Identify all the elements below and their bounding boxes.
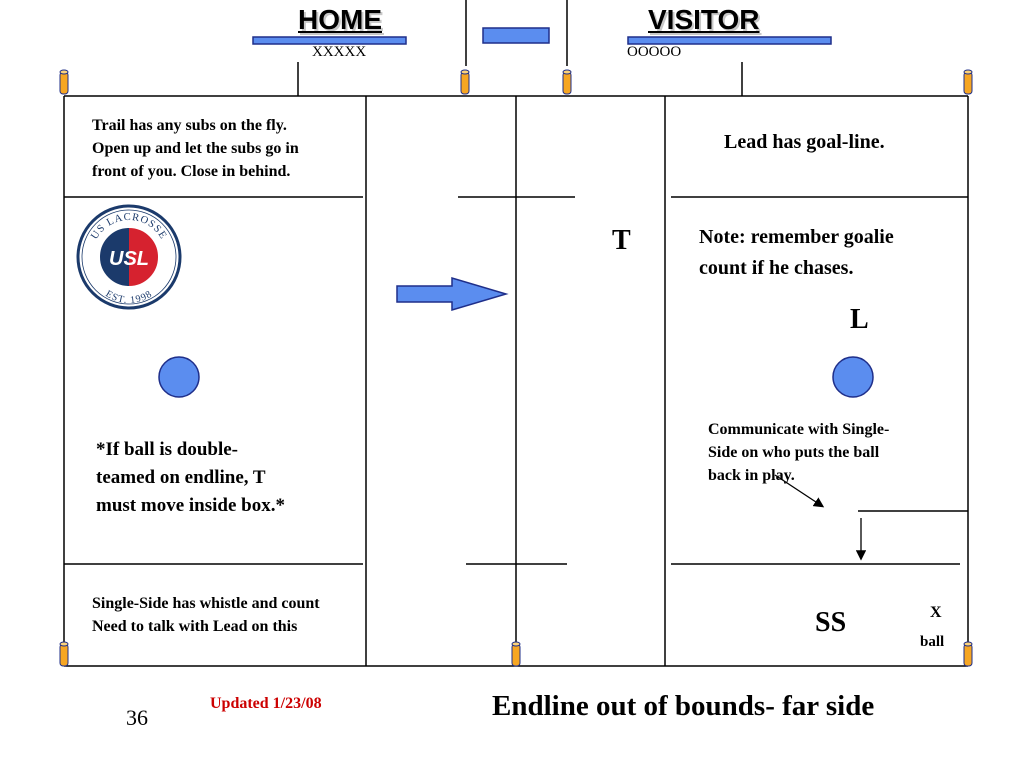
trail-marker: T (612, 225, 631, 256)
slide-title: Endline out of bounds- far side (492, 690, 875, 722)
post-bottom-mid (511, 641, 521, 667)
single-side-marker: SS (815, 607, 847, 638)
post-bottom-right (963, 641, 973, 667)
home-marks: XXXXX (312, 44, 367, 60)
communicate-note: Communicate with Single- Side on who put… (708, 421, 890, 484)
post-top-right (963, 69, 973, 95)
communicate-arrow (774, 474, 825, 508)
home-bar (252, 36, 407, 45)
center-bar (482, 27, 550, 44)
trail-subs-note: Trail has any subs on the fly. Open up a… (92, 117, 299, 180)
slide-number: 36 (126, 705, 148, 730)
logo-center-text: USL (109, 248, 149, 270)
trail-movement-arrow (396, 276, 509, 312)
visitor-marks: OOOOO (627, 44, 682, 60)
post-bottom-left (59, 641, 69, 667)
field-posts (59, 69, 973, 667)
visitor-bar (627, 36, 832, 45)
post-top-bench-right (562, 69, 572, 95)
post-top-bench-left (460, 69, 470, 95)
us-lacrosse-logo: US LACROSSE EST. 1998 USL (76, 204, 182, 310)
ball-label: ball (920, 634, 945, 650)
lead-goal-line-note: Lead has goal-line. (724, 131, 885, 153)
goalie-count-note: Note: remember goalie count if he chases… (699, 226, 894, 279)
home-label: HOME (298, 4, 382, 35)
double-team-note: *If ball is double- teamed on endline, T… (96, 439, 285, 516)
single-side-note: Single-Side has whistle and count Need t… (92, 595, 320, 635)
post-top-left (59, 69, 69, 95)
goal-right (832, 356, 874, 398)
updated-date: Updated 1/23/08 (210, 695, 322, 712)
logo-bottom-text: EST. 1998 (103, 289, 154, 307)
lead-marker: L (850, 304, 869, 335)
ball-x-marker: X (930, 604, 942, 621)
goal-left (158, 356, 200, 398)
visitor-label: VISITOR (648, 4, 760, 35)
